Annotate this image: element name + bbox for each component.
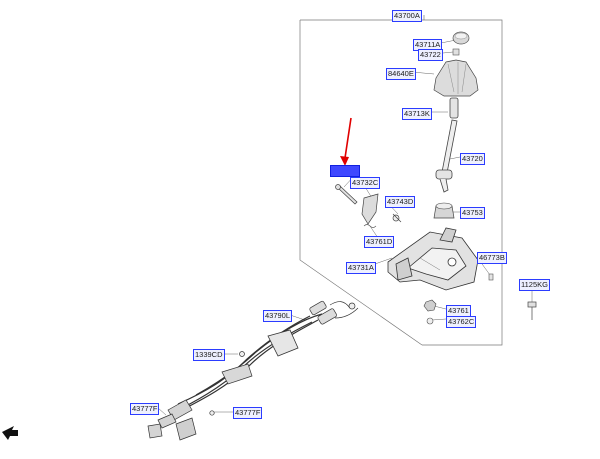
- cable-lower-ends-icon: [147, 399, 215, 441]
- part-label-cable-assy[interactable]: 43790L: [263, 310, 293, 322]
- part-label-boot[interactable]: 84640E: [386, 68, 416, 80]
- part-label-bracket-bolt[interactable]: 1339CD: [193, 349, 225, 361]
- cable-upper-ends-icon: [309, 300, 359, 325]
- part-label-bushing[interactable]: 43753: [460, 207, 485, 219]
- highlight-pointer-arrow: [340, 117, 352, 166]
- gear-knob-icon: [452, 31, 470, 45]
- shift-lever-icon: [435, 97, 459, 193]
- knob-clip-icon: [452, 48, 460, 56]
- part-label-lever-cap[interactable]: 43713K: [402, 108, 432, 120]
- part-label-highlighted[interactable]: 43737C: [330, 165, 361, 177]
- part-label-assembly[interactable]: 43700A: [392, 10, 422, 22]
- cable-bracket-icon: [221, 351, 253, 385]
- part-label-lever[interactable]: 43720: [460, 153, 485, 165]
- assembly-frame: [299, 15, 503, 346]
- part-label-bolt[interactable]: 1125KG: [519, 279, 550, 291]
- shift-boot-icon: [433, 59, 479, 97]
- part-label-housing[interactable]: 43731A: [346, 262, 376, 274]
- front-direction-arrow-icon: [2, 426, 18, 440]
- part-label-clip-right[interactable]: 46773B: [477, 252, 507, 264]
- shift-cables-icon: [169, 313, 323, 415]
- part-label-cable-end-clip[interactable]: 43777F: [233, 407, 263, 419]
- cable-grommet-icon: [267, 329, 299, 357]
- spring-icon: [363, 224, 377, 228]
- nut-icon: [423, 299, 437, 312]
- part-label-detent[interactable]: 43743D: [385, 196, 416, 208]
- part-label-spring[interactable]: 43761D: [364, 236, 395, 248]
- pin-icon: [335, 184, 358, 205]
- bolt-icon: [527, 301, 537, 320]
- part-label-knob-clip[interactable]: 43722: [418, 49, 443, 61]
- clip-icon: [488, 273, 494, 281]
- bushing-icon: [433, 202, 455, 219]
- part-label-washer[interactable]: 43762C: [446, 316, 477, 328]
- part-label-cable-end-left[interactable]: 43777F: [130, 403, 160, 415]
- washer-icon: [426, 317, 434, 325]
- part-label-pin-set[interactable]: 43732C: [350, 177, 381, 189]
- detent-plate-icon: [361, 193, 402, 225]
- shifter-housing-icon: [387, 227, 479, 291]
